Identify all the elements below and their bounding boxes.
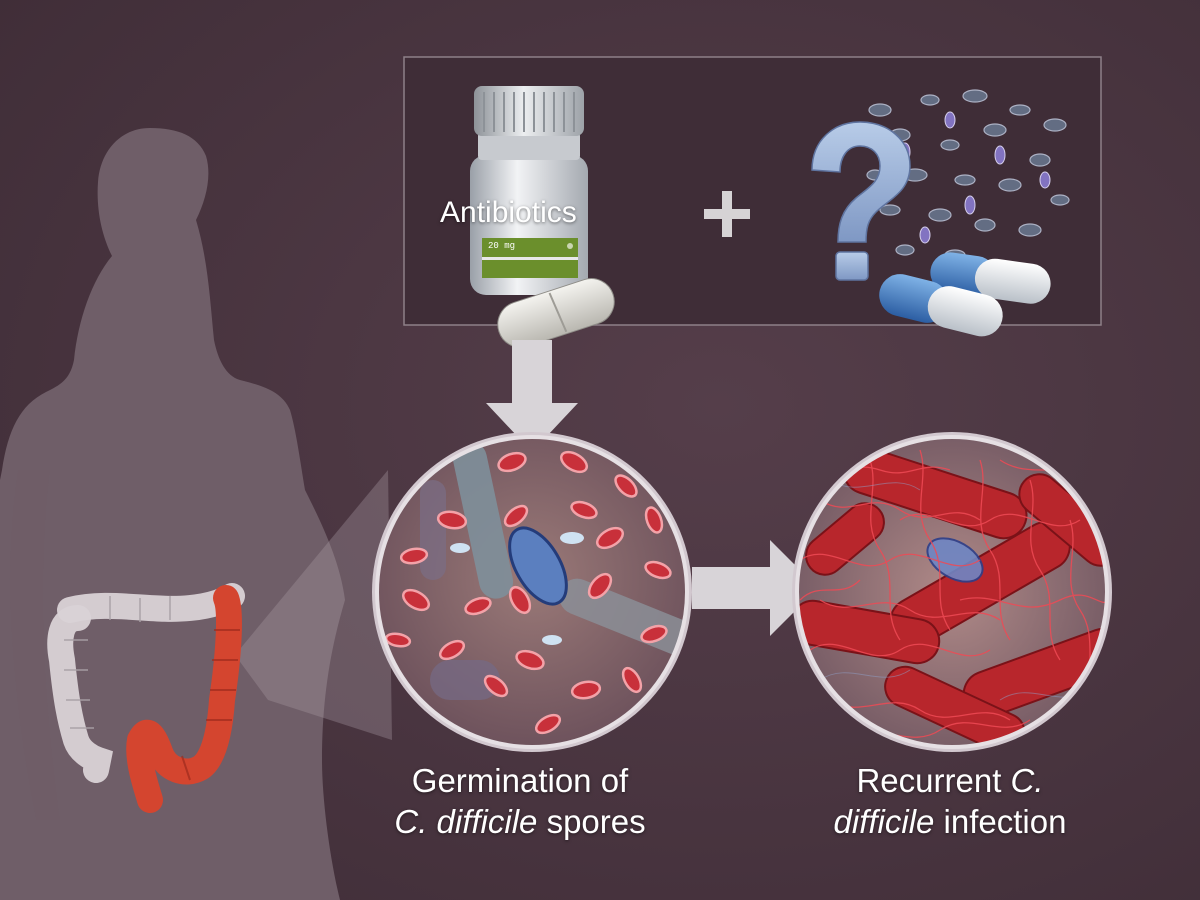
bottle-dose-label: 20 mg	[488, 241, 516, 251]
germination-caption: Germination of C. difficile spores	[360, 760, 680, 843]
germination-species: C. difficile	[394, 803, 538, 841]
question-mark-icon	[811, 121, 911, 281]
recurrent-species-name: difficile	[833, 803, 935, 841]
recurrent-caption-regular: Recurrent	[856, 762, 1011, 799]
germination-circle	[372, 432, 692, 752]
pill-tablet-icon	[497, 278, 615, 348]
infection-circle	[792, 432, 1112, 752]
zoom-cone	[235, 470, 392, 740]
recurrent-caption: Recurrent C. difficile infection	[780, 760, 1120, 843]
recurrent-caption-line2: difficile infection	[780, 801, 1120, 842]
human-silhouette	[0, 128, 345, 900]
pill-bottle-icon	[470, 86, 588, 295]
recurrent-species-genus: C.	[1010, 762, 1044, 799]
antibiotics-label: Antibiotics	[440, 196, 577, 229]
plus-icon	[704, 191, 750, 237]
colon-icon	[47, 583, 245, 813]
microbe-cloud	[866, 89, 1070, 261]
germination-caption-rest: spores	[537, 803, 646, 841]
recurrent-caption-line1: Recurrent C.	[780, 760, 1120, 801]
arrow-icon	[486, 340, 578, 452]
germination-caption-line1: Germination of	[411, 762, 629, 799]
germination-caption-line2: C. difficile spores	[360, 801, 680, 842]
capsule-icon	[879, 252, 1051, 337]
recurrent-caption-rest: infection	[934, 803, 1067, 841]
